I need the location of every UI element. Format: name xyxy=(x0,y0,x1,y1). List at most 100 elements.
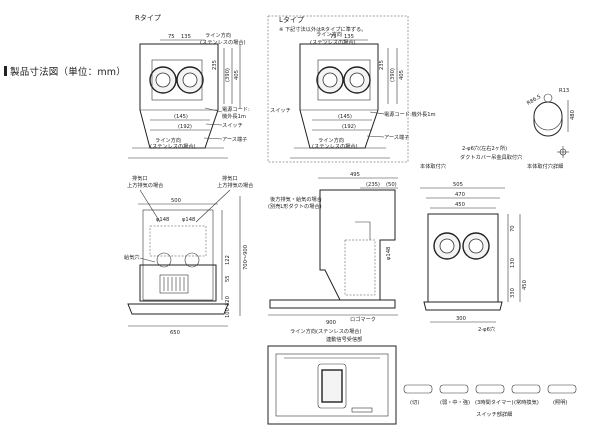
front-dim-100: 100 xyxy=(225,308,231,318)
l-type-power-label: 電源コード:機外長1m xyxy=(384,110,436,118)
mount-hole-detail: R86.5 R13 480 本体取付穴詳細 xyxy=(526,88,576,170)
front-dim-148a: φ148 xyxy=(156,217,169,223)
r-type-switch-leader xyxy=(205,123,223,126)
switch-panel: (切) (弱・中・強) (3時間タイマー) (常時換気) (照明) スイッチ部詳… xyxy=(403,384,577,418)
r-type-power-label: 電源コード: xyxy=(222,105,250,113)
l-type-dim-405: 405 xyxy=(399,70,405,80)
switch-label-timer: (3時間タイマー) xyxy=(475,398,513,406)
side-signal: 連動信号受信部 xyxy=(326,335,362,343)
r-type-fan-frame xyxy=(151,59,203,101)
l-type-duct-sus: (ステンレスの場合) xyxy=(310,38,356,46)
r-type-dim-145: (145) xyxy=(174,114,188,120)
switch-button-fan[interactable] xyxy=(439,384,469,394)
side-l-duct xyxy=(355,221,371,240)
l-type-power-leader xyxy=(369,111,385,115)
r-type-dim-405: 405 xyxy=(234,70,240,80)
side-duct-hidden xyxy=(344,239,376,296)
l-type-dim-135: 135 xyxy=(344,34,354,40)
front-exhaust-left: 排気口 xyxy=(132,174,148,182)
front-dim-320: 320 xyxy=(225,296,231,306)
rear-body-mount: 本体取付穴 xyxy=(420,162,446,170)
front-dim-500: 500 xyxy=(171,198,181,204)
rear-dim-450: 450 xyxy=(455,202,465,208)
title-text: 製品寸法図 xyxy=(10,67,59,78)
l-type-dim-235: 235 xyxy=(379,60,385,70)
rear-dim-470: 470 xyxy=(455,192,465,198)
mount-hole-r13: R13 xyxy=(559,88,569,94)
l-type-note: ※ 下記寸法以外はRタイプに準ずる。 xyxy=(279,25,366,33)
r-type-power-leader xyxy=(204,107,223,113)
l-type-hood-outline xyxy=(299,43,379,149)
side-rear-exhaust: 後方排気・給気の場合 xyxy=(270,195,323,203)
bottom-view xyxy=(267,345,397,425)
mount-hole-small xyxy=(543,93,553,103)
rear-dim-2x6: 2-φ6穴 xyxy=(478,325,495,333)
side-view: 後方排気・給気の場合 (別売L形ダクトの場合) 495 (235) (50) φ… xyxy=(268,172,398,343)
r-type-duct-label: ライン方向 xyxy=(205,31,231,39)
r-type-earth-leader xyxy=(203,137,223,140)
switch-label-light: (照明) xyxy=(553,399,567,406)
mount-hole-480: 480 xyxy=(570,110,576,120)
rear-dim-300: 300 xyxy=(456,316,466,322)
side-dim-148: φ148 xyxy=(386,247,392,260)
front-hood-base xyxy=(127,303,229,315)
front-exhaust-left-sub: 上方排気の場合 xyxy=(127,181,164,189)
side-hood-base xyxy=(269,299,396,309)
l-type-earth-label: アース端子 xyxy=(384,133,409,141)
side-dim-50: (50) xyxy=(386,182,397,188)
bottom-switch-strip xyxy=(351,407,373,413)
rear-dim-130: 130 xyxy=(510,258,516,268)
side-rear-exhaust-sub: (別売L形ダクトの場合) xyxy=(268,202,322,210)
front-exhaust-left-leader xyxy=(139,189,161,223)
l-type-line-bottom: ライン方向 xyxy=(318,136,344,144)
front-motor-block xyxy=(159,274,189,294)
front-duct-left xyxy=(156,252,172,268)
rear-duct-cover-hole: 2-φ6穴(左右2ヶ所) xyxy=(462,144,507,152)
r-type-dim-192: (192) xyxy=(178,124,192,130)
rear-view: 2-φ6穴(左右2ヶ所) ダクトカバー吊金具取付穴 本体取付穴 505 470 … xyxy=(420,144,528,333)
body-mount-detail-label: 本体取付穴詳細 xyxy=(527,162,563,170)
page-title: 製品寸法図（単位：mm） xyxy=(4,64,126,78)
r-type-line-bottom-sus: (ステンレスの場合) xyxy=(150,142,196,150)
rear-dim-505: 505 xyxy=(453,182,463,188)
rear-dim-70: 70 xyxy=(510,225,516,232)
r-type-view: Rタイプ 75 135 235 (390) 405 (145) (192) ライ… xyxy=(128,13,250,159)
l-type-line-bottom-sus: (ステンレスの場合) xyxy=(312,142,358,150)
l-type-dim-145: (145) xyxy=(338,114,352,120)
switch-label-fan: (弱・中・強) xyxy=(440,398,470,406)
bottom-light-lens xyxy=(321,369,343,403)
switch-button-light[interactable] xyxy=(547,384,577,394)
r-type-fan-left-inner xyxy=(155,72,171,88)
l-type-fan-left-inner xyxy=(322,72,338,88)
bottom-light-panel xyxy=(317,363,347,409)
rear-fan-right-inner xyxy=(468,238,484,254)
front-duct-cover xyxy=(142,209,214,301)
front-duct-hidden xyxy=(149,225,207,257)
side-dim-900: 900 xyxy=(326,320,336,326)
r-type-dim-235: 235 xyxy=(212,60,218,70)
front-view: 排気口 上方排気の場合 排気口 上方排気の場合 500 φ148 φ148 給気… xyxy=(124,174,254,336)
switch-button-timer[interactable] xyxy=(475,384,505,394)
title-bar-mark xyxy=(4,66,7,76)
l-type-dim-390: (390) xyxy=(390,68,396,82)
switch-button-vent[interactable] xyxy=(511,384,541,394)
r-type-earth-label: アース端子 xyxy=(222,135,247,143)
r-type-power-len: 機外長1m xyxy=(222,112,246,120)
l-type-fan-right-inner xyxy=(349,72,365,88)
rear-dim-330: 330 xyxy=(510,288,516,298)
front-exhaust-right-sub: 上方排気の場合 xyxy=(217,181,254,189)
switch-button-off[interactable] xyxy=(403,384,433,394)
l-type-frame xyxy=(267,15,409,163)
front-dim-700: 700～900 xyxy=(243,245,249,270)
switch-label-vent: (常時換気) xyxy=(514,398,539,406)
l-type-dim-192: (192) xyxy=(342,124,356,130)
r-type-switch-label: スイッチ xyxy=(222,122,243,129)
switch-panel-title: スイッチ部詳細 xyxy=(476,410,512,418)
rear-body xyxy=(427,213,499,303)
title-unit: （単位：mm） xyxy=(58,67,126,78)
l-type-title: Lタイプ xyxy=(279,15,304,24)
front-body xyxy=(139,264,217,302)
front-inlet-label: 給気穴 xyxy=(124,253,140,261)
rear-fan-left-inner xyxy=(439,238,455,254)
front-dim-55: 55 xyxy=(225,275,231,282)
